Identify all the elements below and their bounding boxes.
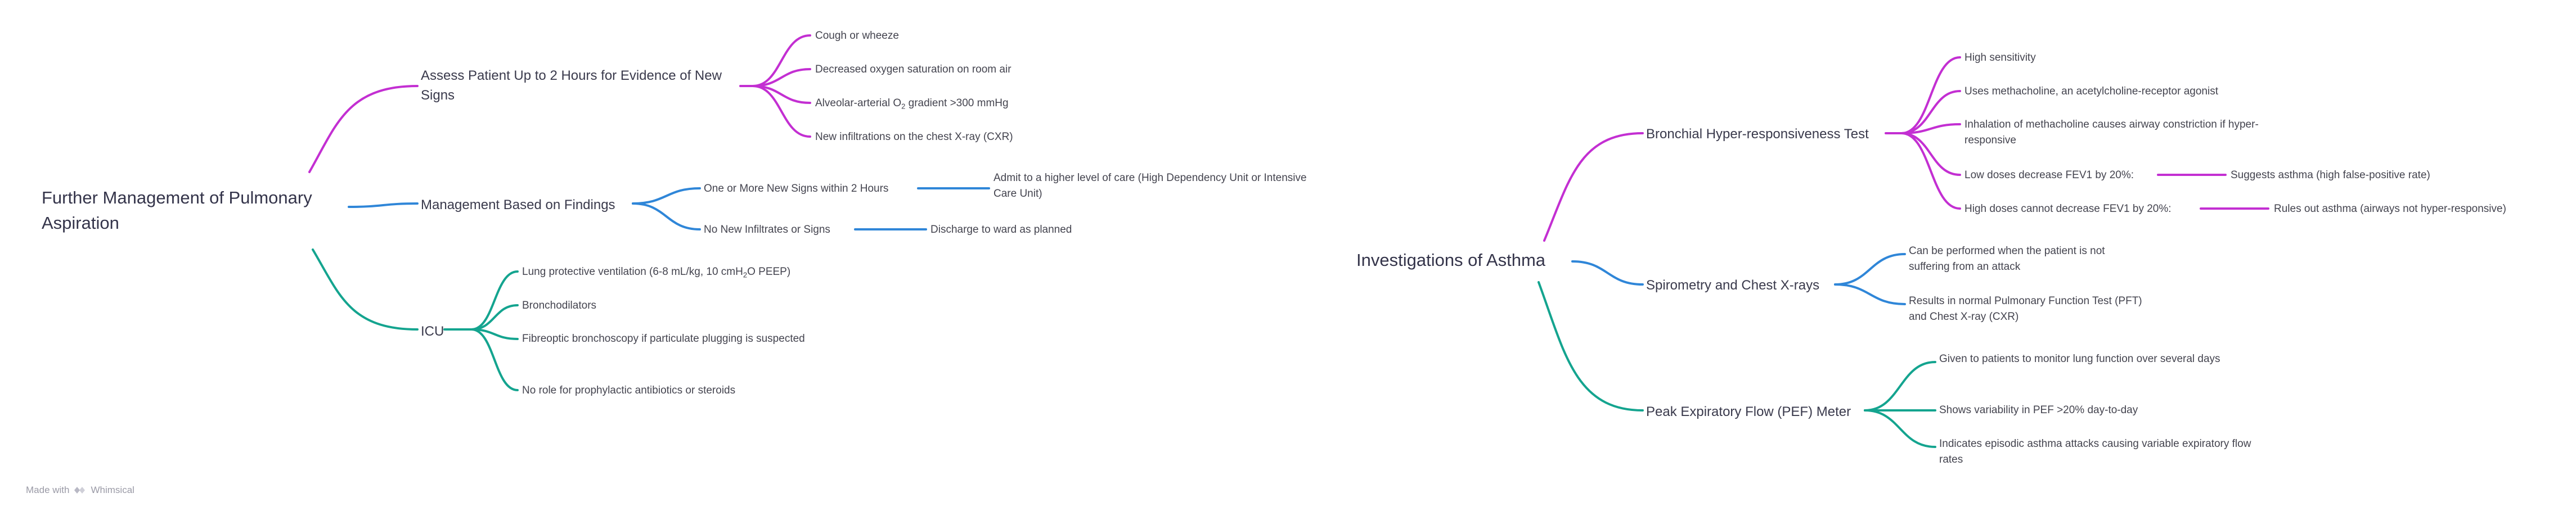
root-node-investigations-asthma[interactable]: Investigations of Asthma <box>1356 248 1546 273</box>
leaf-episodic-attacks[interactable]: Indicates episodic asthma attacks causin… <box>1939 438 2251 465</box>
made-with-footer[interactable]: Made with Whimsical <box>26 485 134 496</box>
leaf-decreased-oxygen[interactable]: Decreased oxygen saturation on room air <box>815 64 1011 75</box>
leaf-inhalation-methacholine[interactable]: Inhalation of methacholine causes airway… <box>1964 119 2259 146</box>
edge-icu-leaf-2 <box>470 328 519 340</box>
leaf-no-prophylactic[interactable]: No role for prophylactic antibiotics or … <box>522 385 736 396</box>
edge-root2-pef <box>1537 281 1644 411</box>
edge-bht-leaf-2 <box>1900 123 1961 134</box>
branch-management-findings[interactable]: Management Based on Findings <box>421 197 615 212</box>
leaf-rules-out-asthma[interactable]: Rules out asthma (airways not hyper-resp… <box>2274 203 2506 215</box>
edge-pef-leaf-0 <box>1864 361 1936 411</box>
whimsical-logo-icon <box>74 487 86 494</box>
leaf-normal-pft-cxr[interactable]: Results in normal Pulmonary Function Tes… <box>1909 295 2142 323</box>
branch-bronchial-test[interactable]: Bronchial Hyper-responsiveness Test <box>1646 126 1869 142</box>
leaf-high-sensitivity[interactable]: High sensitivity <box>1964 52 2036 64</box>
edge-root-assess <box>308 85 419 173</box>
leaf-discharge-ward[interactable]: Discharge to ward as planned <box>930 224 1072 236</box>
leaf-low-doses[interactable]: Low doses decrease FEV1 by 20%: <box>1964 169 2134 181</box>
branch-spirometry[interactable]: Spirometry and Chest X-rays <box>1646 278 1820 293</box>
edge-icu-leaf-0 <box>470 270 519 331</box>
edge-root2-bht <box>1543 132 1644 242</box>
edge-bht-leaf-0 <box>1900 56 1961 134</box>
leaf-fibreoptic-bronchoscopy[interactable]: Fibreoptic bronchoscopy if particulate p… <box>522 333 805 345</box>
branch-assess-patient[interactable]: Assess Patient Up to 2 Hours for Evidenc… <box>421 68 722 103</box>
edge-spiro-leaf-0 <box>1834 253 1906 286</box>
edge-root-icu <box>312 248 419 331</box>
root-node-pulmonary-aspiration[interactable]: Further Management of Pulmonary Aspirati… <box>42 186 334 236</box>
leaf-pef-variability[interactable]: Shows variability in PEF >20% day-to-day <box>1939 404 2138 416</box>
edge-spiro-leaf-1 <box>1834 283 1906 305</box>
edge-assess-leaf-3 <box>752 85 811 138</box>
leaf-admit-higher-care[interactable]: Admit to a higher level of care (High De… <box>993 172 1307 200</box>
edge-findings-leaf-0 <box>632 187 701 205</box>
leaf-new-infiltrations[interactable]: New infiltrations on the chest X-ray (CX… <box>815 131 1013 143</box>
edge-icu-leaf-3 <box>470 328 519 391</box>
made-with-label: Made with <box>26 485 70 495</box>
leaf-monitor-lung-function[interactable]: Given to patients to monitor lung functi… <box>1939 353 2220 365</box>
branch-icu[interactable]: ICU <box>421 324 444 339</box>
leaf-aa-gradient[interactable]: Alveolar-arterial O2 gradient >300 mmHg <box>815 97 1009 111</box>
leaf-uses-methacholine[interactable]: Uses methacholine, an acetylcholine-rece… <box>1964 85 2218 97</box>
edge-pef-leaf-2 <box>1864 409 1936 448</box>
edge-bht-leaf-4 <box>1900 132 1961 210</box>
edge-assess-leaf-1 <box>752 68 811 87</box>
leaf-bronchodilators[interactable]: Bronchodilators <box>522 300 597 311</box>
edge-assess-leaf-0 <box>752 34 811 87</box>
whimsical-brand: Whimsical <box>91 485 134 495</box>
edge-bht-leaf-1 <box>1900 90 1961 134</box>
leaf-new-signs[interactable]: One or More New Signs within 2 Hours <box>704 183 889 195</box>
leaf-performed-no-attack[interactable]: Can be performed when the patient is not… <box>1909 245 2105 273</box>
branch-pef-meter[interactable]: Peak Expiratory Flow (PEF) Meter <box>1646 404 1851 419</box>
edge-root2-spiro <box>1571 260 1644 286</box>
leaf-cough-wheeze[interactable]: Cough or wheeze <box>815 30 899 42</box>
leaf-high-doses[interactable]: High doses cannot decrease FEV1 by 20%: <box>1964 203 2172 215</box>
edge-root-findings <box>348 202 419 208</box>
edge-icu-leaf-1 <box>470 304 519 331</box>
leaf-lung-protective-ventilation[interactable]: Lung protective ventilation (6-8 mL/kg, … <box>522 266 791 279</box>
leaf-suggests-asthma[interactable]: Suggests asthma (high false-positive rat… <box>2231 169 2430 181</box>
leaf-no-new-infiltrates[interactable]: No New Infiltrates or Signs <box>704 224 830 236</box>
edge-findings-leaf-1 <box>632 202 701 230</box>
